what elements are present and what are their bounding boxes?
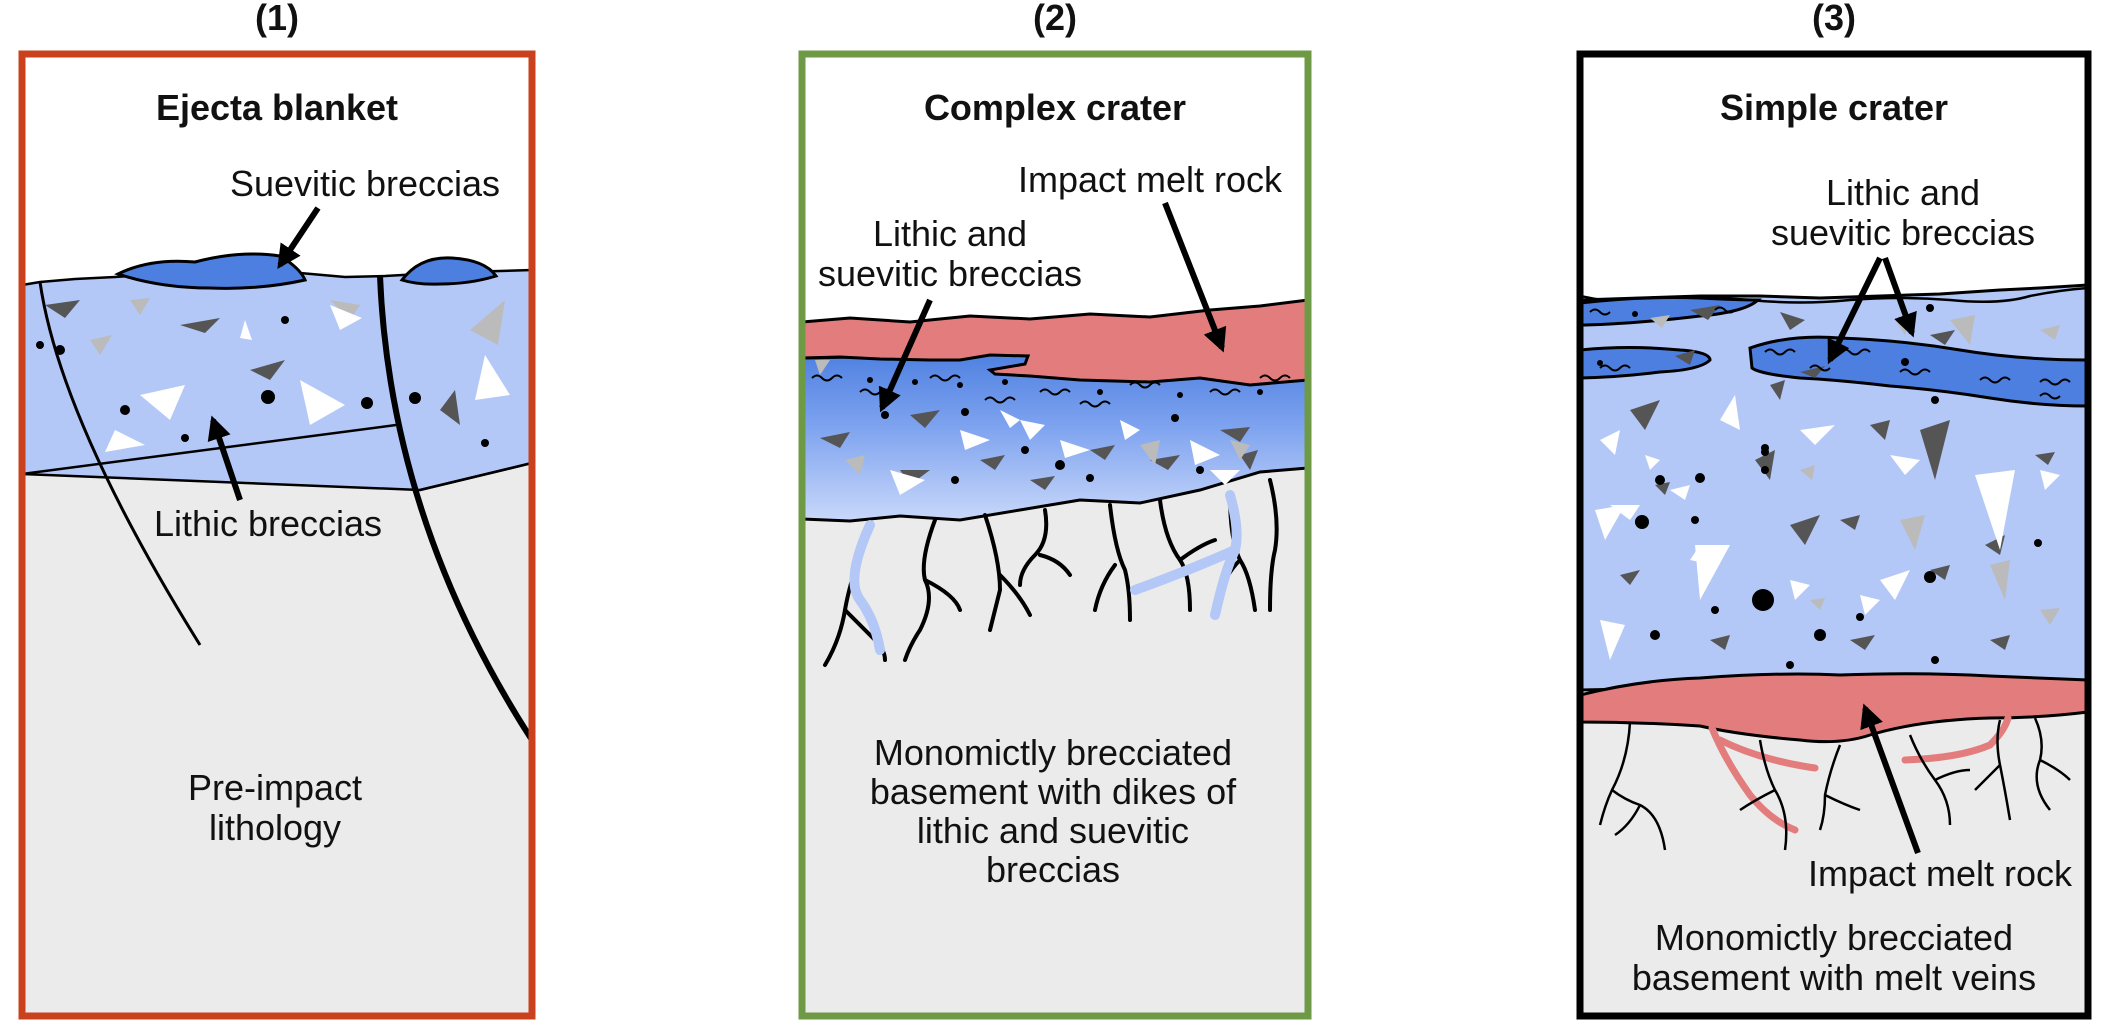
complex-crater-title: Complex crater (924, 87, 1186, 128)
clasts (36, 298, 510, 452)
simple-crater-title: Simple crater (1720, 87, 1948, 128)
impact-melt-rock-layer (802, 298, 1308, 387)
suevitic-breccia-lens-2 (399, 256, 499, 286)
lithic-suevitic-label-line-2: suevitic breccias (818, 253, 1082, 294)
panel-complex-crater: (2) (798, 0, 1312, 1020)
basement-label-3-line-1: Monomictly brecciated (1655, 917, 2013, 958)
pre-impact-label-line-1: Pre-impact (188, 767, 362, 808)
panel-1-number: (1) (255, 0, 299, 38)
suevite-flow-marks (811, 374, 1291, 408)
suevitic-breccia-lens (114, 252, 308, 290)
basement-label-2-line-2: basement with dikes of (870, 771, 1237, 812)
suevitic-breccias-label: Suevitic breccias (230, 163, 500, 204)
impact-melt-rock-layer-3 (1580, 672, 2088, 744)
clasts (815, 360, 1263, 495)
lithic-suevitic-3-label-line-2: suevitic breccias (1771, 212, 2035, 253)
ejecta-blanket-title: Ejecta blanket (156, 87, 398, 128)
panel-simple-crater: (3) (1576, 0, 2092, 1020)
lithic-suevitic-label-line-1: Lithic and (873, 213, 1027, 254)
suevite-flow-marks-3 (1589, 306, 2071, 400)
panel-1-frame (18, 50, 536, 1020)
panel-3-frame (1576, 50, 2092, 1020)
lithic-breccias-label: Lithic breccias (154, 503, 382, 544)
panel-ejecta-blanket: (1) (18, 0, 536, 1020)
basement-label-2-line-4: breccias (986, 849, 1120, 890)
panel-3-number: (3) (1812, 0, 1856, 38)
breccia-dikes (849, 490, 1242, 655)
panel-2-number: (2) (1033, 0, 1077, 38)
brecciated-basement-layer-3 (1580, 700, 2088, 1016)
suevitic-lens-upper (1580, 296, 1762, 327)
pre-impact-label-line-2: lithology (209, 807, 341, 848)
basement-fractures (1598, 717, 2071, 851)
impact-melt-rock-label: Impact melt rock (1018, 159, 1283, 200)
impact-melt-rock-3-label: Impact melt rock (1808, 853, 2073, 894)
basement-label-2-line-3: lithic and suevitic (917, 810, 1189, 851)
clasts (1595, 304, 2060, 669)
lithic-suevitic-3-label-line-1: Lithic and (1826, 172, 1980, 213)
basement-label-3-line-2: basement with melt veins (1632, 957, 2036, 998)
panel-2-frame (798, 50, 1312, 1020)
basement-label-2-line-1: Monomictly brecciated (874, 732, 1232, 773)
